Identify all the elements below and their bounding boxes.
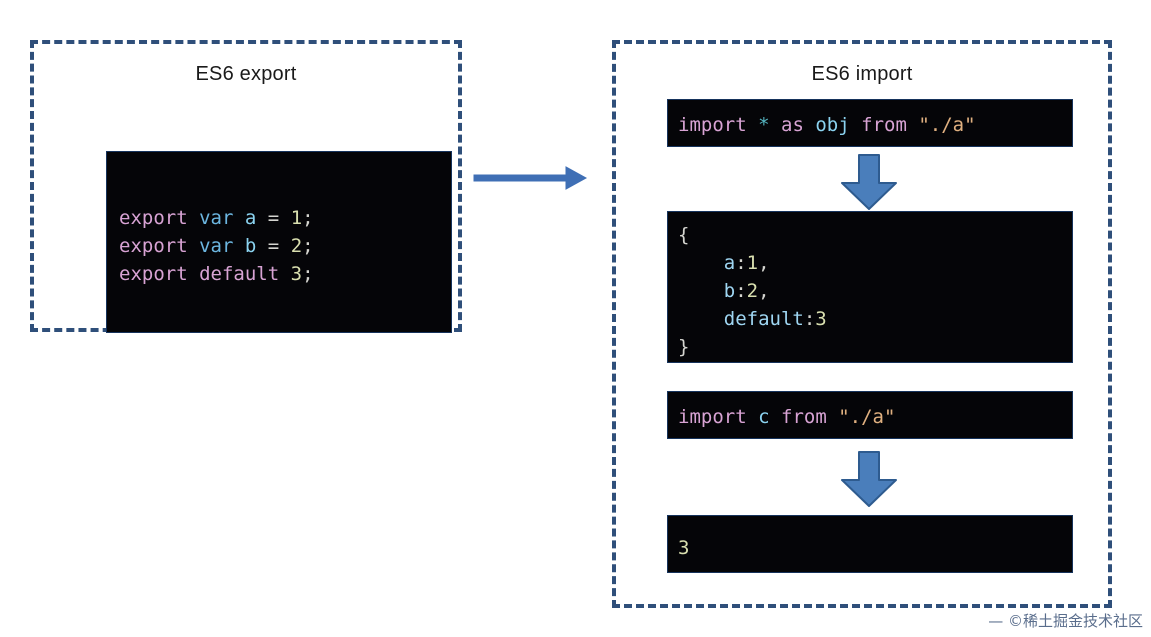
- code-token: [770, 406, 781, 428]
- code-line: default:3: [678, 305, 1072, 333]
- code-token: {: [678, 224, 690, 246]
- code-token: 2: [746, 280, 759, 302]
- code-token: c: [758, 406, 770, 428]
- code-token: ;: [302, 235, 314, 257]
- code-token: export: [119, 207, 188, 229]
- code-token: var: [199, 207, 234, 229]
- code-line: export var a = 1;: [119, 204, 451, 232]
- code-token: =: [267, 207, 280, 229]
- flow-arrow-down-namespace-icon: [841, 154, 897, 210]
- flow-arrow-down-default-icon: [841, 451, 897, 507]
- code-token: [188, 235, 199, 257]
- code-token: a: [723, 252, 736, 274]
- code-token: as: [781, 114, 804, 136]
- code-token: "./a": [838, 406, 896, 428]
- code-token: =: [267, 235, 280, 257]
- code-token: from: [781, 406, 827, 428]
- panel-es6-import: ES6 import: [612, 40, 1112, 608]
- code-token: export: [119, 235, 188, 257]
- code-block-namespace-object: { a:1, b:2, default:3}: [667, 211, 1073, 363]
- code-token: :: [803, 308, 816, 330]
- code-line: export default 3;: [119, 260, 451, 288]
- code-block-import-default: import c from "./a": [667, 391, 1073, 439]
- code-token: ;: [302, 207, 314, 229]
- code-token: ;: [302, 263, 314, 285]
- code-line: {: [678, 221, 1072, 249]
- code-token: [233, 235, 244, 257]
- code-token: [850, 114, 861, 136]
- code-block-import-namespace: import * as obj from "./a": [667, 99, 1073, 147]
- code-token: 3: [290, 263, 303, 285]
- code-token: [256, 235, 267, 257]
- code-token: 2: [290, 235, 303, 257]
- code-token: 1: [290, 207, 303, 229]
- code-token: [678, 252, 724, 274]
- code-block-default-value-output: 3: [667, 515, 1073, 573]
- code-token: ,: [758, 252, 770, 274]
- panel-title-es6-import: ES6 import: [811, 63, 913, 85]
- code-block-es6-export: export var a = 1;export var b = 2;export…: [106, 151, 452, 333]
- code-token: [907, 114, 918, 136]
- code-token: import: [678, 406, 747, 428]
- code-line: import c from "./a": [678, 403, 1072, 431]
- code-token: 3: [678, 537, 690, 559]
- code-line: 3: [678, 534, 1072, 562]
- code-token: 3: [815, 308, 827, 330]
- watermark: — ©稀土掘金技术社区: [988, 612, 1143, 630]
- code-token: *: [758, 114, 770, 136]
- code-token: [747, 406, 758, 428]
- code-token: [827, 406, 838, 428]
- code-token: :: [735, 280, 747, 302]
- code-token: [678, 280, 724, 302]
- code-token: [804, 114, 815, 136]
- code-token: b: [244, 235, 257, 257]
- code-token: 1: [746, 252, 759, 274]
- code-token: [279, 207, 290, 229]
- code-token: [678, 308, 724, 330]
- code-token: [279, 235, 290, 257]
- code-token: default: [199, 263, 280, 285]
- code-token: "./a": [918, 114, 976, 136]
- panel-title-es6-export: ES6 export: [195, 63, 297, 85]
- code-token: [770, 114, 781, 136]
- code-token: obj: [815, 114, 850, 136]
- flow-arrow-right-icon: [473, 166, 588, 190]
- code-token: default: [723, 308, 804, 330]
- panel-es6-export: ES6 export export var a = 1;export var b…: [30, 40, 462, 333]
- code-token: [256, 207, 267, 229]
- code-token: [188, 263, 199, 285]
- code-token: a: [244, 207, 257, 229]
- code-token: [747, 114, 758, 136]
- code-token: export: [119, 263, 188, 285]
- code-token: var: [199, 235, 234, 257]
- code-token: [188, 207, 199, 229]
- code-line: a:1,: [678, 249, 1072, 277]
- code-line: b:2,: [678, 277, 1072, 305]
- code-token: [233, 207, 244, 229]
- code-line: export var b = 2;: [119, 232, 451, 260]
- code-token: }: [678, 336, 690, 358]
- code-line: import * as obj from "./a": [678, 111, 1072, 139]
- code-token: :: [735, 252, 747, 274]
- code-token: b: [723, 280, 736, 302]
- code-token: [279, 263, 290, 285]
- code-line: }: [678, 333, 1072, 361]
- code-token: import: [678, 114, 747, 136]
- code-token: from: [861, 114, 907, 136]
- code-token: ,: [758, 280, 770, 302]
